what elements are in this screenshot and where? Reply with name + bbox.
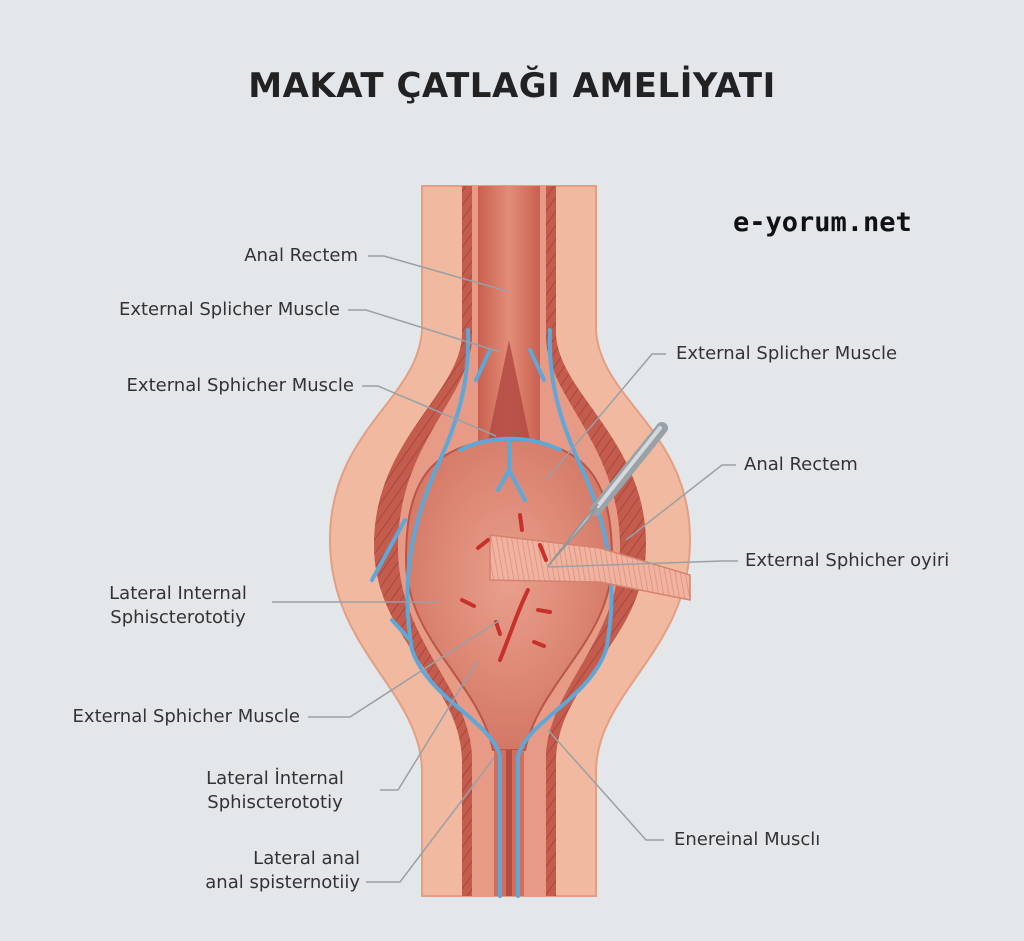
fissure-bleeding <box>460 513 552 662</box>
label-external-sphicher-oyiri: External Sphicher oyiri <box>745 550 950 571</box>
leader-lines <box>272 255 738 883</box>
label-external-sphicher-left: External Sphicher Muscle <box>126 375 354 396</box>
label-line: anal spisternotiiy <box>205 872 360 893</box>
label-lateral-internal-left: Lateral Internal Sphiscterototiy <box>100 582 256 630</box>
label-line: Lateral İnternal <box>206 768 344 789</box>
label-external-sphicher-lower-left: External Sphicher Muscle <box>72 706 300 727</box>
label-line: Sphiscterototiy <box>207 792 343 813</box>
label-enereinal-muscli: Enereinal Musclı <box>674 829 821 850</box>
watermark: e-yorum.net <box>733 207 912 238</box>
label-lateral-anal-bottom: Lateral anal anal spisternotiiy <box>205 847 360 895</box>
rectum-opening <box>488 340 530 440</box>
sphincter-band <box>489 534 691 601</box>
label-lateral-internal-bottom: Lateral İnternal Sphiscterototiy <box>180 767 370 815</box>
lower-canal-core <box>506 750 512 896</box>
label-external-splicher-left: External Splicher Muscle <box>118 299 340 320</box>
label-line: Lateral anal <box>253 848 360 869</box>
scalpel-icon <box>547 422 668 567</box>
label-anal-rectem-right: Anal Rectem <box>744 454 858 475</box>
page-title: MAKAT ÇATLAĞI AMELİYATI <box>248 66 776 106</box>
label-anal-rectem-left: Anal Rectem <box>244 245 358 266</box>
label-line: Lateral Internal <box>109 583 247 604</box>
label-line: Sphiscterototiy <box>110 607 246 628</box>
label-external-splicher-right: External Splicher Muscle <box>676 343 898 364</box>
